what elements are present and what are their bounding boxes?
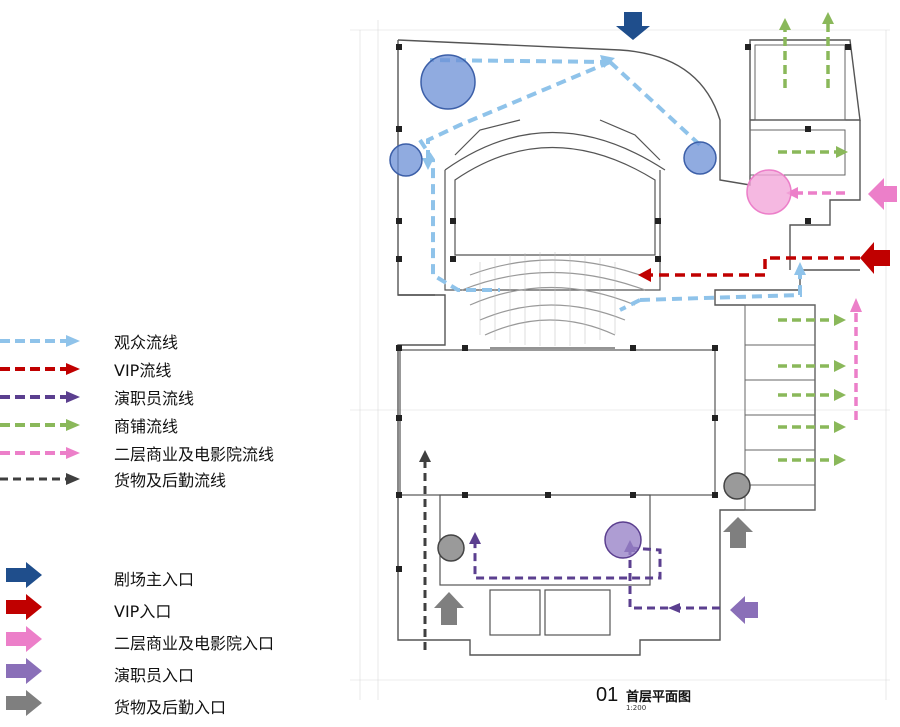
cinema-flow-lines xyxy=(795,191,858,420)
logistics-flow-arrowhead xyxy=(419,450,431,462)
legend-label: 观众流线 xyxy=(114,333,179,352)
plan-title: 01 首层平面图 1:200 xyxy=(596,684,691,712)
legend-item-shop-flow: 商铺流线 xyxy=(0,412,178,438)
performer-flow-lines xyxy=(473,540,720,610)
plan-scale: 1:200 xyxy=(626,704,647,712)
entrance-arrow-icon xyxy=(6,562,42,588)
dashed-arrow-icon xyxy=(0,363,80,375)
legend-item-performer-flow: 演职员流线 xyxy=(0,384,194,410)
audience-flow-arrowheads xyxy=(422,55,806,275)
legend-label: 剧场主入口 xyxy=(114,570,195,589)
dashed-arrow-icon xyxy=(0,447,80,459)
circulation-markers xyxy=(389,54,792,562)
plan-number: 01 xyxy=(596,684,619,706)
plan-entry-arrows xyxy=(434,12,897,625)
vip-flow-arrowhead xyxy=(638,268,651,282)
legend-label: 商铺流线 xyxy=(114,417,179,436)
legend-label: 二层商业及电影院入口 xyxy=(114,634,275,653)
shop-flow-arrowheads xyxy=(779,12,848,466)
vip-flow-lines xyxy=(645,256,860,277)
auditorium xyxy=(444,119,666,349)
legend-label: VIP流线 xyxy=(114,361,172,380)
performer-flow-arrowheads xyxy=(469,532,680,613)
dashed-arrow-icon xyxy=(0,419,80,431)
cinema-flow-arrowheads xyxy=(786,187,862,312)
seating-hatch xyxy=(479,252,616,346)
legend-label: 演职员流线 xyxy=(114,389,195,408)
legend-item-cinema-flow: 二层商业及电影院流线 xyxy=(0,440,274,466)
entrance-arrow-icon xyxy=(6,658,42,684)
stage xyxy=(399,349,716,636)
entrance-arrow-icon xyxy=(6,626,42,652)
shop-flow-lines xyxy=(778,22,840,462)
legend-item-vip-flow: VIP流线 xyxy=(0,356,171,382)
legend-label: 演职员入口 xyxy=(114,666,195,685)
legend: 观众流线 VIP流线 演职员流线 商铺流线 二层商业及电影院流线 xyxy=(0,0,340,727)
legend-item-logistics-flow: 货物及后勤流线 xyxy=(0,466,226,492)
entrance-arrow-icon xyxy=(6,594,42,620)
dashed-arrow-icon xyxy=(0,473,80,485)
legend-label: 货物及后勤入口 xyxy=(114,698,227,717)
legend-label: VIP入口 xyxy=(114,602,172,621)
legend-label: 货物及后勤流线 xyxy=(114,471,227,490)
dashed-arrow-icon xyxy=(0,335,80,347)
legend-label: 二层商业及电影院流线 xyxy=(114,445,275,464)
dashed-arrow-icon xyxy=(0,391,80,403)
plan-name: 首层平面图 xyxy=(626,690,692,705)
plan-grid xyxy=(350,20,890,700)
structural-columns xyxy=(396,44,851,572)
entrance-arrow-icon xyxy=(6,690,42,716)
shop-cells xyxy=(744,44,846,511)
legend-item-audience-flow: 观众流线 xyxy=(0,328,178,354)
